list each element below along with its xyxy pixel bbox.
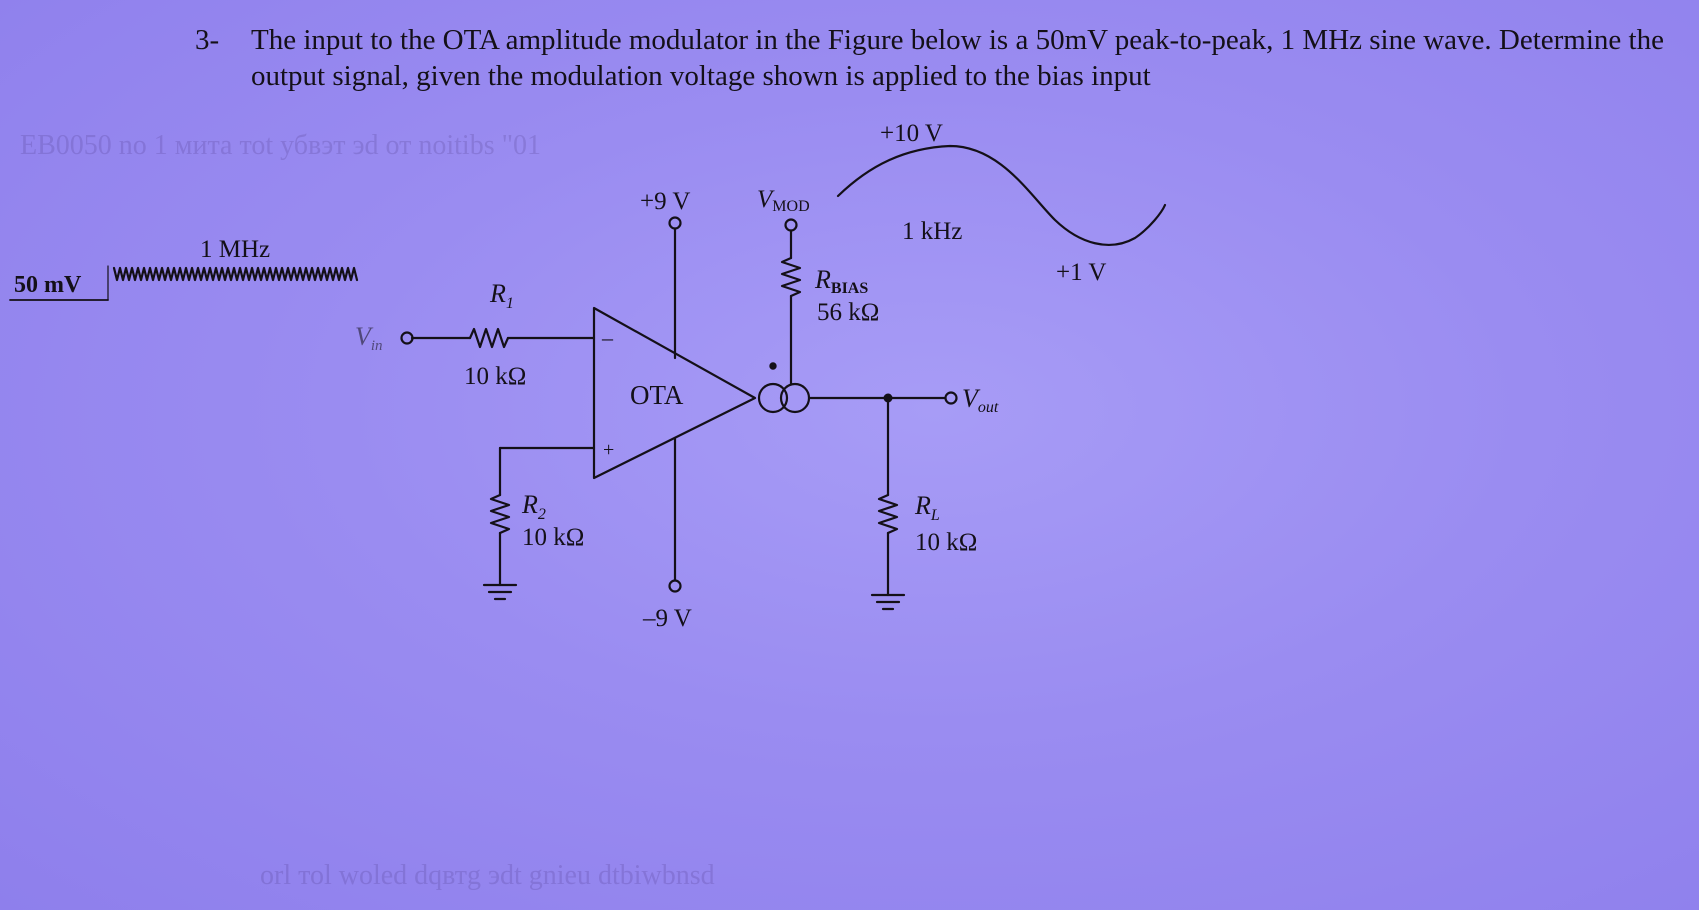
- vmod-label: VMOD: [757, 186, 810, 215]
- rl-value: 10 kΩ: [915, 529, 977, 556]
- rbias-value: 56 kΩ: [817, 299, 879, 326]
- vin-terminal: [400, 331, 414, 345]
- rbias-name: RBIAS: [814, 265, 868, 297]
- vmod-terminal: [784, 218, 798, 232]
- modulation-sine-wave: [836, 144, 1167, 246]
- vout-label: Vout: [962, 384, 999, 416]
- r2-value: 10 kΩ: [522, 524, 584, 551]
- vout-terminal: [944, 391, 958, 405]
- question-text: The input to the OTA amplitude modulator…: [251, 24, 1664, 92]
- bias-dot: [769, 362, 777, 370]
- r2-ground: [482, 583, 518, 601]
- r2-name: R2: [521, 490, 546, 523]
- current-source-left: [757, 382, 789, 414]
- neg-supply-terminal: [668, 579, 682, 593]
- r1-value: 10 kΩ: [464, 363, 526, 390]
- r1-name: R1: [489, 279, 514, 312]
- question-number: 3-: [195, 24, 220, 56]
- ota-label: OTA: [630, 380, 684, 410]
- input-freq-label: 1 MHz: [200, 236, 270, 263]
- r1-resistor: [468, 327, 510, 349]
- neg-supply-label: –9 V: [642, 605, 692, 632]
- mod-freq-label: 1 kHz: [902, 218, 962, 245]
- rbias-resistor: [780, 256, 802, 298]
- vin-label: Vin: [355, 322, 383, 354]
- input-amp-label: 50 mV: [14, 272, 82, 298]
- current-source-right: [779, 382, 811, 414]
- ota-plus: +: [603, 439, 614, 461]
- pos-supply-label: +9 V: [640, 188, 690, 215]
- bleed-through-text: ЕВ0050 no 1 мита тоt убвэт эd от noitibs…: [20, 130, 542, 161]
- rl-name: RL: [914, 491, 940, 524]
- rl-resistor: [877, 493, 899, 535]
- input-sine-wave: [112, 266, 359, 282]
- pos-supply-terminal: [668, 216, 682, 230]
- ota-minus: –: [601, 325, 614, 350]
- mod-min-label: +1 V: [1056, 259, 1106, 286]
- bleed-through-text-bottom: orl тоl woled dqвтg эdt gnieu dtbiwbnsd: [260, 860, 715, 891]
- r2-resistor: [489, 493, 511, 535]
- rl-ground: [870, 593, 906, 611]
- mod-max-label: +10 V: [880, 120, 943, 147]
